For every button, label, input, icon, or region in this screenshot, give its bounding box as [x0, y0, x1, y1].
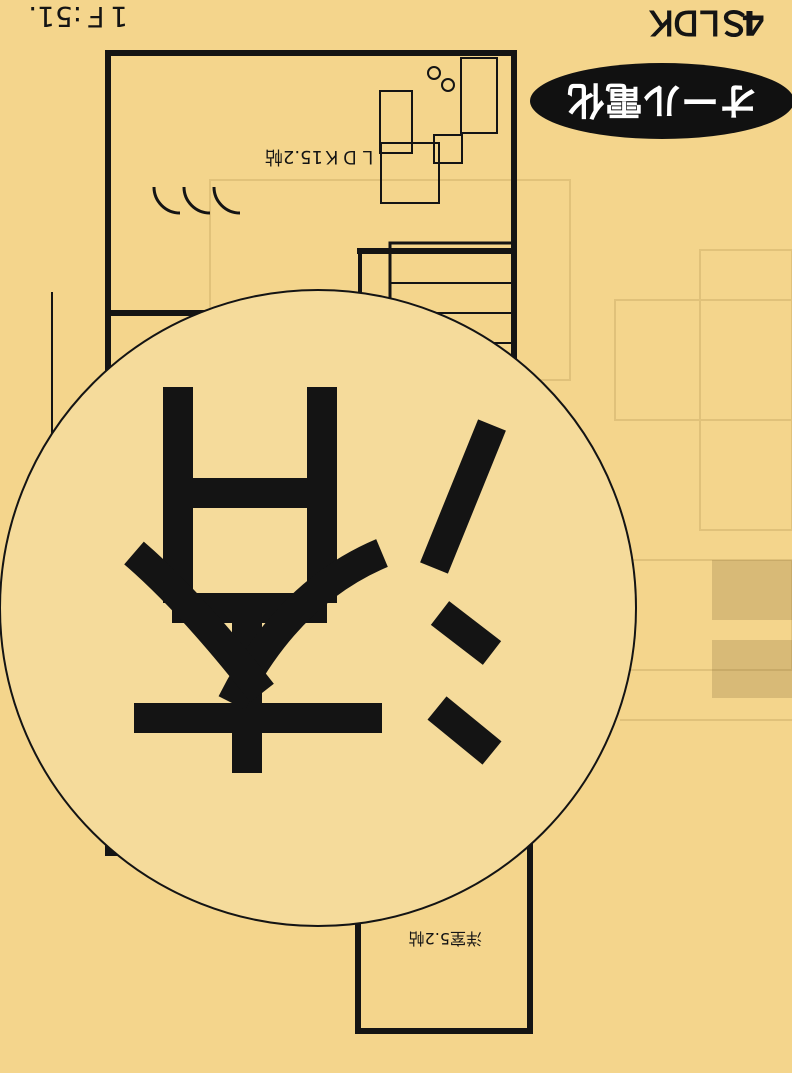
- room-label-ldk: ＬＤＫ15.2帖: [265, 146, 377, 167]
- door-swings: [152, 186, 241, 215]
- all-electric-badge: オール電化: [530, 63, 792, 139]
- background-bleed-text: [712, 560, 792, 698]
- sold-stamp: [0, 289, 637, 927]
- sold-stamp-glyph: [124, 387, 506, 773]
- room-label-western: 洋室5.2帖: [409, 929, 482, 948]
- all-electric-badge-text: オール電化: [567, 78, 757, 122]
- floor-area-label: 1Ｆ:51.: [28, 0, 128, 33]
- layout-type-label: 4ＳＬＤＫ: [645, 2, 765, 42]
